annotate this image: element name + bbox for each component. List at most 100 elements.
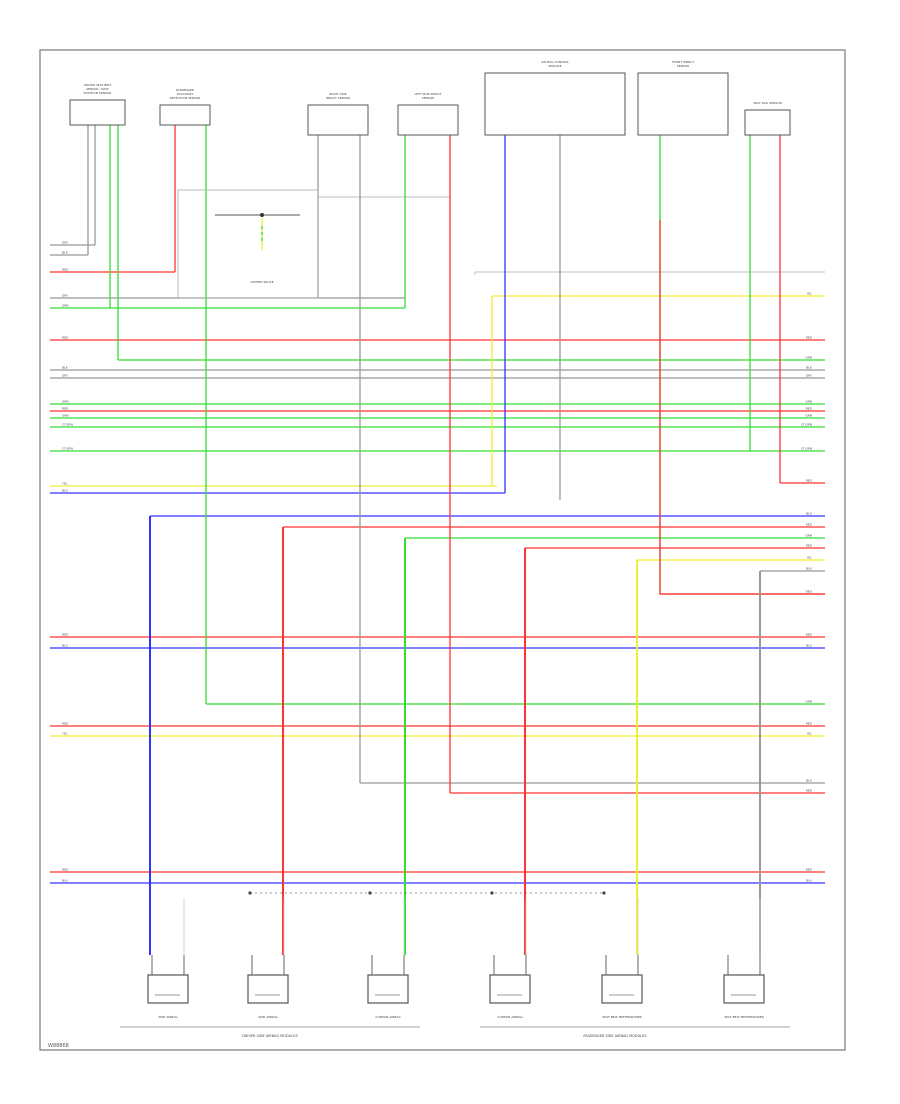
seat-rail-sensor-box — [744, 109, 791, 136]
wire-label: LT GRN — [62, 423, 73, 427]
right-side-sensor-box — [307, 104, 369, 136]
wire-label: BLK — [62, 366, 69, 370]
wire-label: GRN — [62, 304, 69, 308]
occupant-sensor-title: OCCUPANT — [177, 92, 194, 96]
wire-label: YEL — [62, 482, 68, 486]
airbag-label: SEAT BELT PRETENSIONER — [602, 1015, 642, 1019]
wire-label: RED — [806, 789, 813, 793]
link-dot — [368, 891, 372, 895]
wire-label: GRY — [62, 241, 68, 245]
wire-label: YEL — [62, 732, 68, 736]
wire-label: BLU — [806, 644, 812, 648]
airbag-module-2 — [247, 898, 289, 1004]
front-sensor-red — [659, 220, 825, 595]
wire-label: BLK — [806, 779, 813, 783]
wire-label: RED — [806, 336, 813, 340]
airbag-label: CURTAIN AIRBAG — [375, 1015, 401, 1019]
left-side-sensor-title: LEFT SIDE IMPACT — [415, 92, 442, 96]
airbag-module-6 — [723, 898, 765, 1004]
airbag-label: CURTAIN AIRBAG — [497, 1015, 523, 1019]
seat-rail-sensor-title: SEAT RAIL SENSOR — [753, 101, 781, 105]
wire-label: GRN — [805, 356, 812, 360]
occupant-sensor-box — [159, 104, 211, 126]
diagram-frame — [39, 49, 846, 1051]
wire-label: GRY — [62, 294, 68, 298]
wire-label: RED — [806, 722, 813, 726]
link-dot — [248, 891, 252, 895]
wire-label: BLK — [62, 251, 69, 255]
airbag-label: SIDE AIRBAG — [158, 1015, 178, 1019]
wire-label: RED — [62, 268, 69, 272]
airbag-module-box — [484, 72, 626, 136]
splice-label: CENTER SPLICE — [250, 280, 273, 284]
wire-label: GRN — [805, 400, 812, 404]
airbag-label: SEAT BELT PRETENSIONER — [724, 1015, 764, 1019]
left-side-sensor-title: SENSOR — [422, 96, 434, 100]
wire-label: LT GRN — [801, 423, 812, 427]
link-dot — [490, 891, 494, 895]
wire-label: RED — [806, 479, 813, 483]
front-sensor-title: SENSOR — [677, 64, 689, 68]
splice-box — [177, 189, 319, 299]
wire-label: RED — [806, 633, 813, 637]
wire-label: GRN — [805, 700, 812, 704]
airbag-module-3 — [367, 898, 409, 1004]
wire-label: LT GRN — [62, 447, 73, 451]
airbag-box — [601, 974, 643, 1004]
airbag-box — [723, 974, 765, 1004]
figure-code: W88868 — [48, 1043, 69, 1049]
wire-label: YEL — [807, 292, 813, 296]
wire-label: GRN — [805, 534, 812, 538]
occupant-sensor-title: DETECTION SENSOR — [170, 96, 201, 100]
front-sensor-title: FRONT IMPACT — [672, 60, 694, 64]
wire-label: RED — [806, 544, 813, 548]
wire-label: LT GRN — [801, 447, 812, 451]
airbag-module-5 — [601, 898, 643, 1004]
wire-label: BLU — [806, 512, 812, 516]
wires-layer — [50, 125, 825, 955]
footer-label: DRIVER SIDE AIRBAG MODULES — [242, 1034, 298, 1038]
right-side-sensor-title: RIGHT SIDE — [329, 92, 346, 96]
airbag-box — [367, 974, 409, 1004]
wire-label: YEL — [807, 556, 813, 560]
wire-label: RED — [806, 523, 813, 527]
link-dot — [602, 891, 606, 895]
wire-label: RED — [806, 590, 813, 594]
front-sensor-box — [637, 72, 729, 136]
airbag-box — [489, 974, 531, 1004]
seat-belt-sensor-title: POSITION SENSOR — [84, 91, 112, 95]
wire-label: BLU — [62, 489, 68, 493]
wire-label: RED — [62, 407, 69, 411]
wire-label: BLK — [806, 366, 813, 370]
airbag-module-title: MODULE — [548, 64, 561, 68]
wire-label: GRN — [62, 400, 69, 404]
components-layer — [69, 72, 791, 1004]
wire-label: RED — [62, 336, 69, 340]
wire-label: RED — [62, 868, 69, 872]
seat-belt-sensor-box — [69, 99, 126, 126]
wire-label: GRN — [805, 414, 812, 418]
wire-label: GRY — [62, 374, 68, 378]
airbag-module-4 — [489, 898, 531, 1004]
airbag-box — [147, 974, 189, 1004]
wire-label: BLK — [806, 567, 813, 571]
airbag-module-1 — [147, 898, 189, 1004]
wire-label: RED — [62, 722, 69, 726]
airbag-box — [247, 974, 289, 1004]
wire-label: GRN — [62, 414, 69, 418]
wire-label: BLU — [62, 644, 68, 648]
wire-label: GRY — [806, 374, 812, 378]
wire-label: YEL — [807, 732, 813, 736]
wire-label: RED — [806, 407, 813, 411]
splice-dot — [260, 213, 264, 217]
occupant-sensor-title: PASSENGER — [176, 88, 194, 92]
footer-label: PASSENGER SIDE AIRBAG MODULES — [583, 1034, 647, 1038]
seat-belt-sensor-title: SENSOR / SEAT — [86, 87, 109, 91]
wire-label: BLU — [62, 879, 68, 883]
left-side-sensor-box — [397, 104, 459, 136]
airbag-module-title: AIR BAG CONTROL — [541, 60, 569, 64]
seat-belt-sensor-title: DRIVER SEAT BELT — [84, 83, 112, 87]
